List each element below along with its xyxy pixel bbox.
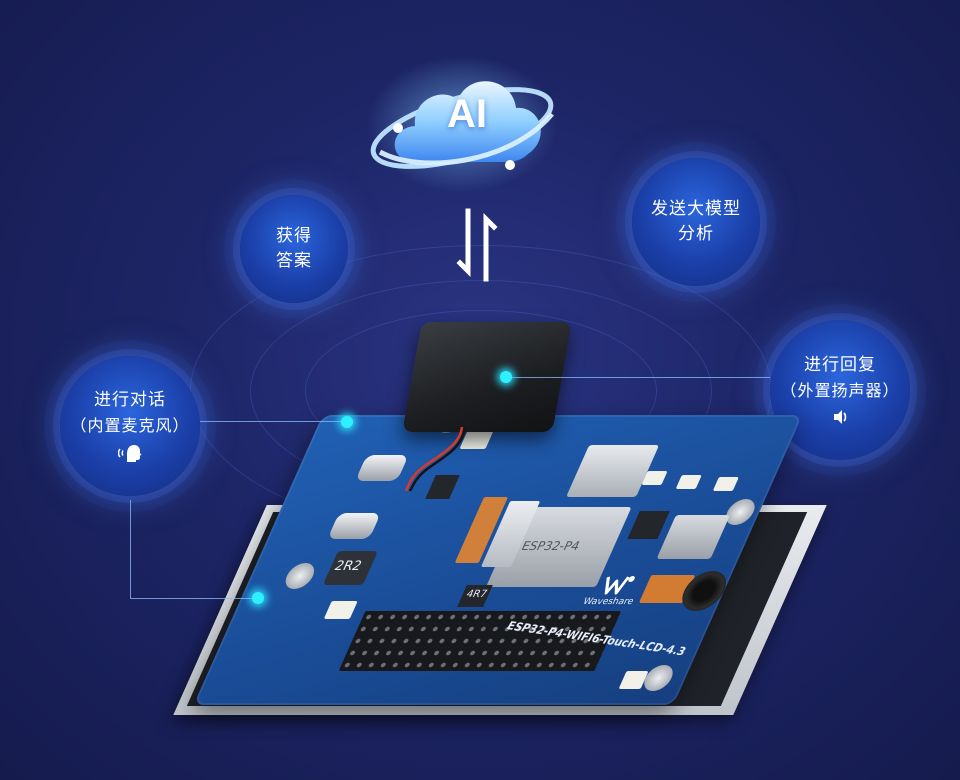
mic-marker-dot bbox=[252, 592, 264, 604]
pcb-components: 2R2 ESP32-P4 4R7 Waveshare ESP bbox=[193, 407, 802, 705]
mic-talk-bubble: 进行对话 （内置麦克风） bbox=[60, 356, 200, 496]
mic-connector-line-top bbox=[200, 421, 345, 422]
mounting-post bbox=[281, 563, 319, 589]
module-label: ESP32-P4 bbox=[519, 539, 583, 553]
mic-connector-line-bottom bbox=[130, 598, 258, 599]
ai-cloud-icon bbox=[367, 56, 557, 192]
jst-connector bbox=[323, 601, 358, 619]
speaker-cable bbox=[404, 426, 467, 492]
talk-line-1: 进行对话 bbox=[94, 390, 166, 410]
chip bbox=[627, 511, 670, 539]
reply-line-2: （外置扬声器） bbox=[780, 381, 900, 400]
send-llm-bubble: 发送大模型 分析 bbox=[632, 158, 760, 286]
mic-marker-dot bbox=[341, 416, 353, 428]
wifi-module bbox=[656, 515, 731, 559]
mic-connector-line-vertical bbox=[130, 500, 131, 598]
jst-connector bbox=[712, 477, 739, 491]
sd-card-slot bbox=[566, 445, 660, 497]
jst-connector bbox=[675, 475, 702, 489]
answer-line-1: 获得 bbox=[276, 226, 312, 246]
speaker-marker-dot bbox=[500, 371, 512, 383]
usb-c-port bbox=[327, 513, 381, 539]
speaker-reply-bubble: 进行回复 （外置扬声器） bbox=[770, 320, 910, 460]
send-line-2: 分析 bbox=[678, 224, 714, 244]
waveshare-logo-icon bbox=[604, 576, 635, 595]
reply-line-1: 进行回复 bbox=[804, 355, 876, 375]
ai-label: AI bbox=[447, 92, 487, 136]
send-line-1: 发送大模型 bbox=[651, 199, 741, 219]
speaker-icon bbox=[834, 410, 847, 424]
answer-line-2: 答案 bbox=[276, 251, 312, 271]
talk-line-2: （内置麦克风） bbox=[70, 416, 190, 435]
brand-text: Waveshare bbox=[581, 597, 636, 607]
get-answer-bubble: 获得 答案 bbox=[240, 195, 348, 303]
exchange-arrows-icon bbox=[456, 208, 498, 282]
speaker-connector-line bbox=[508, 377, 770, 378]
jst-connector bbox=[641, 471, 668, 485]
speaking-person-icon bbox=[118, 445, 142, 462]
